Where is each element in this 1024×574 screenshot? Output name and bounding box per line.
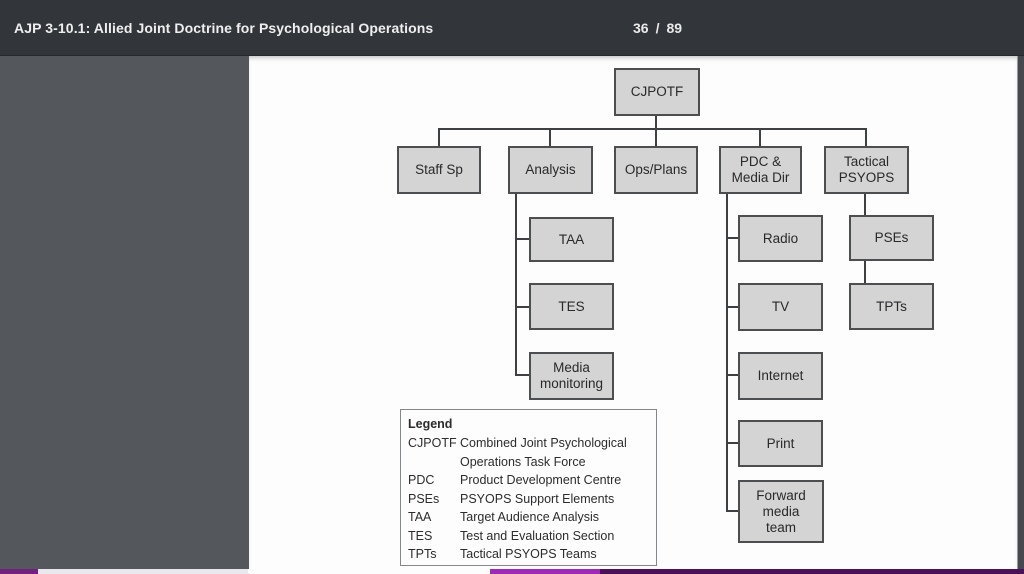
connector-line [515, 238, 531, 240]
connector-line [438, 128, 440, 148]
connector-line [655, 128, 657, 148]
legend-row: PSEs PSYOPS Support Elements [408, 490, 649, 509]
legend-term: TES [408, 528, 433, 543]
legend-row: CJPOTF Combined Joint Psychological Oper… [408, 434, 649, 471]
org-node-staff-sp: Staff Sp [397, 146, 481, 194]
org-node-tv: TV [738, 283, 823, 331]
viewer-toolbar: AJP 3-10.1: Allied Joint Doctrine for Ps… [0, 0, 1024, 56]
legend-definition: Tactical PSYOPS Teams [460, 547, 597, 561]
connector-line [726, 306, 740, 308]
connector-line [726, 194, 728, 512]
legend-definition: Product Development Centre [460, 473, 622, 487]
legend-title: Legend [408, 417, 453, 431]
org-node-pdc-media-dir: PDC & Media Dir [719, 146, 802, 194]
connector-line [515, 374, 531, 376]
connector-line [864, 260, 866, 284]
legend-term: TAA [408, 510, 432, 524]
scrollbar-track[interactable] [1017, 56, 1024, 574]
connector-line [864, 193, 866, 216]
legend-row: TES Test and Evaluation Section [408, 527, 649, 546]
connector-line [515, 194, 517, 376]
org-node-print: Print [738, 420, 823, 467]
bottom-window-edge [0, 569, 1024, 574]
org-node-radio: Radio [738, 215, 823, 262]
strip-segment-white [248, 569, 490, 574]
document-title: AJP 3-10.1: Allied Joint Doctrine for Ps… [14, 20, 434, 36]
legend-term: CJPOTF [408, 436, 457, 450]
page-total: 89 [666, 20, 683, 36]
connector-line [726, 442, 740, 444]
legend-definition: Test and Evaluation Section [460, 528, 615, 543]
org-node-analysis: Analysis [508, 146, 593, 194]
legend-definition: Target Audience Analysis [460, 510, 599, 524]
org-node-taa: TAA [529, 217, 614, 262]
connector-line [759, 128, 761, 148]
connector-line [726, 237, 740, 239]
legend-definition: Combined Joint Psychological Operations … [460, 436, 627, 469]
connector-line [549, 128, 551, 148]
legend-box: Legend CJPOTF Combined Joint Psychologic… [400, 409, 657, 566]
page-indicator: 36 / 89 [633, 0, 682, 56]
org-node-media-monitoring: Media monitoring [529, 352, 614, 400]
page-current: 36 [633, 20, 649, 36]
org-node-pses: PSEs [849, 215, 934, 261]
connector-line [655, 114, 657, 130]
legend-term: PDC [408, 473, 435, 487]
strip-segment-dark-purple [600, 569, 1024, 574]
org-node-tpts: TPTs [849, 283, 934, 330]
connector-line [726, 374, 740, 376]
org-node-internet: Internet [738, 352, 823, 400]
org-node-forward-media-team: Forward media team [738, 480, 824, 543]
legend-definition: PSYOPS Support Elements [460, 491, 615, 506]
page-separator: / [655, 20, 660, 36]
viewer-gutter-left [0, 56, 249, 574]
legend-term: PSEs [408, 491, 440, 506]
strip-segment-pale [38, 569, 248, 574]
org-node-ops-plans: Ops/Plans [614, 146, 698, 194]
org-node-cjpotf: CJPOTF [614, 68, 700, 116]
legend-row: TPTs Tactical PSYOPS Teams [408, 545, 649, 564]
connector-line [865, 128, 867, 148]
org-node-tes: TES [529, 283, 614, 330]
legend-term: TPTs [408, 547, 437, 561]
legend-row: PDC Product Development Centre [408, 471, 649, 490]
connector-line [438, 128, 867, 130]
strip-segment-bright-purple [490, 569, 600, 574]
connector-line [515, 306, 531, 308]
legend-row: TAA Target Audience Analysis [408, 508, 649, 527]
connector-line [726, 510, 740, 512]
strip-segment-left-purple [0, 569, 38, 574]
org-node-tactical-psyops: Tactical PSYOPS [824, 146, 909, 194]
